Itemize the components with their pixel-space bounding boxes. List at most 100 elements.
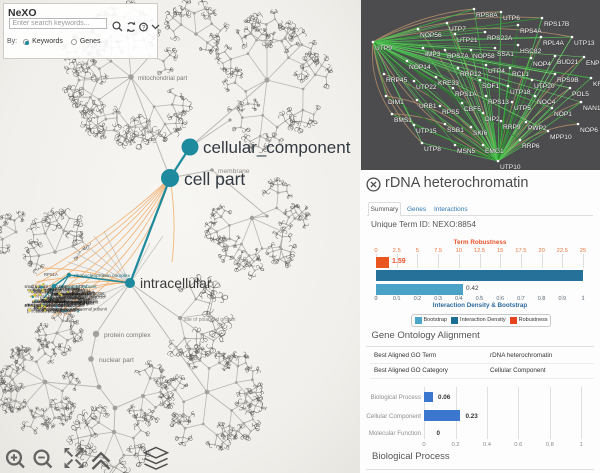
svg-text:RPL4A: RPL4A: [543, 40, 564, 47]
svg-text:NOP58: NOP58: [473, 53, 495, 60]
svg-text:snoRNA binding: snoRNA binding: [31, 294, 62, 299]
svg-text:subunit: subunit: [44, 300, 59, 305]
svg-text:CBF5: CBF5: [464, 106, 481, 113]
svg-text:snoRNA binding: snoRNA binding: [35, 298, 66, 303]
svg-text:90S preribosome: 90S preribosome: [53, 303, 85, 308]
svg-text:RPS8A: RPS8A: [476, 12, 498, 19]
svg-text:preribosome: preribosome: [56, 294, 79, 299]
svg-text:nucleolar part: nucleolar part: [59, 296, 80, 300]
svg-text:ribonucleoprotein: ribonucleoprotein: [55, 292, 84, 296]
svg-text:RPS1A: RPS1A: [25, 303, 39, 308]
svg-text:ribonucleoprotein: ribonucleoprotein: [70, 297, 98, 301]
svg-text:90S pre: 90S pre: [63, 287, 78, 292]
svg-text:POL5: POL5: [572, 91, 589, 98]
svg-text:processome: processome: [46, 297, 66, 301]
svg-text:intracellular: intracellular: [140, 275, 212, 291]
svg-text:snoRNA binding: snoRNA binding: [55, 293, 82, 297]
svg-text:small subunit precursor: small subunit precursor: [24, 303, 70, 308]
svg-text:processome: processome: [62, 295, 85, 300]
svg-text:snoRNA binding: snoRNA binding: [36, 309, 69, 314]
svg-text:NOP4: NOP4: [76, 284, 88, 289]
svg-text:90S pre: 90S pre: [41, 299, 54, 303]
svg-text:90S pre: 90S pre: [78, 297, 93, 302]
svg-text:DIP2: DIP2: [485, 116, 500, 123]
svg-text:small subunit precursor: small subunit precursor: [43, 288, 81, 292]
svg-text:subunit: subunit: [49, 297, 62, 301]
svg-text:NOP56: NOP56: [420, 32, 442, 39]
svg-text:PWP2: PWP2: [528, 125, 547, 132]
svg-text:small subunit precursor: small subunit precursor: [32, 300, 70, 304]
svg-text:nucleolar part: nucleolar part: [59, 302, 88, 307]
svg-text:RPS5: RPS5: [442, 109, 460, 116]
svg-text:RPS7A: RPS7A: [447, 53, 469, 60]
svg-text:90S preribosome: 90S preribosome: [50, 306, 80, 311]
svg-text:UTP8: UTP8: [424, 146, 441, 153]
svg-text:nucleolar part: nucleolar part: [27, 302, 54, 307]
svg-text:NOP6: NOP6: [580, 127, 598, 134]
svg-text:ENP1: ENP1: [586, 60, 600, 67]
svg-text:KR: KR: [593, 81, 600, 88]
svg-text:subunit: subunit: [76, 288, 89, 293]
svg-text:RPS22A: RPS22A: [487, 35, 513, 42]
svg-text:nucleolar part: nucleolar part: [54, 292, 81, 297]
svg-text:subunit: subunit: [68, 303, 82, 308]
svg-text:UTP10: UTP10: [500, 164, 521, 170]
svg-text:RRP12: RRP12: [460, 71, 482, 78]
svg-text:RCL1: RCL1: [512, 71, 529, 78]
svg-text:90S preribosome: 90S preribosome: [47, 296, 81, 301]
svg-text:ribonucleoprotein complex: ribonucleoprotein complex: [74, 273, 131, 279]
svg-text:RPS1A: RPS1A: [455, 91, 477, 98]
svg-text:RPS1A: RPS1A: [47, 298, 60, 302]
svg-text:90S pre: 90S pre: [31, 286, 43, 290]
svg-text:BUD21: BUD21: [557, 59, 579, 66]
svg-text:small subunit precursor: small subunit precursor: [64, 294, 107, 299]
svg-text:RPS4A: RPS4A: [520, 28, 542, 35]
svg-text:site of polarized growth: site of polarized growth: [184, 317, 236, 323]
svg-text:90S preribosome: 90S preribosome: [72, 290, 105, 295]
svg-text:MPP10: MPP10: [550, 134, 572, 141]
svg-text:RPS1A: RPS1A: [78, 289, 91, 293]
svg-text:NAN1: NAN1: [583, 105, 600, 112]
svg-text:cell part: cell part: [184, 169, 245, 189]
svg-text:NOP14: NOP14: [409, 64, 431, 71]
svg-text:ribosomal subunit: ribosomal subunit: [62, 299, 99, 304]
svg-text:RPS1A: RPS1A: [34, 307, 46, 311]
svg-text:SSA1: SSA1: [497, 51, 514, 58]
svg-text:snoRNA binding: snoRNA binding: [34, 303, 63, 308]
svg-text:ribosomal subunit: ribosomal subunit: [73, 306, 107, 311]
svg-text:subunit: subunit: [57, 300, 70, 304]
svg-text:RPS1A: RPS1A: [73, 288, 85, 292]
svg-text:NOP4: NOP4: [31, 290, 41, 294]
svg-text:ribosomal subunit: ribosomal subunit: [27, 307, 62, 312]
svg-text:BMS1: BMS1: [394, 117, 412, 124]
svg-text:snoRNA binding: snoRNA binding: [44, 302, 70, 306]
svg-text:RPS1A: RPS1A: [44, 272, 58, 277]
svg-text:UTP22: UTP22: [416, 84, 437, 91]
svg-text:subunit: subunit: [59, 302, 74, 307]
svg-text:UTP7: UTP7: [449, 26, 466, 33]
svg-text:EMG1: EMG1: [485, 148, 504, 155]
svg-text:processome: processome: [38, 303, 63, 308]
svg-text:small subunit precursor: small subunit precursor: [64, 293, 107, 298]
svg-text:RRP9: RRP9: [503, 124, 521, 131]
svg-text:snoRNA binding: snoRNA binding: [32, 299, 61, 304]
svg-text:small subunit precursor: small subunit precursor: [41, 307, 83, 312]
svg-text:KRE33: KRE33: [438, 80, 459, 87]
svg-text:NOC4: NOC4: [537, 99, 556, 106]
svg-text:ribosomal subunit: ribosomal subunit: [59, 284, 97, 290]
svg-text:preribosome: preribosome: [77, 298, 98, 302]
svg-text:SOF1: SOF1: [482, 83, 500, 90]
svg-text:nucleolar part: nucleolar part: [68, 289, 95, 294]
svg-text:NOP4: NOP4: [78, 299, 91, 304]
svg-text:IMP3: IMP3: [425, 51, 441, 58]
svg-text:RPS13: RPS13: [488, 99, 509, 106]
svg-text:RPS1A: RPS1A: [68, 287, 81, 291]
svg-text:SSF... NOP4: SSF... NOP4: [50, 303, 75, 308]
svg-text:nuclear part: nuclear part: [99, 357, 134, 364]
svg-text:... subunit precursor: ... subunit precursor: [57, 294, 98, 299]
svg-text:MSN5: MSN5: [457, 148, 476, 155]
svg-text:UTP13: UTP13: [574, 40, 595, 47]
svg-text:UTP21: UTP21: [457, 37, 478, 44]
svg-text:membrane: membrane: [218, 168, 250, 175]
svg-text:subunit: subunit: [28, 288, 43, 293]
